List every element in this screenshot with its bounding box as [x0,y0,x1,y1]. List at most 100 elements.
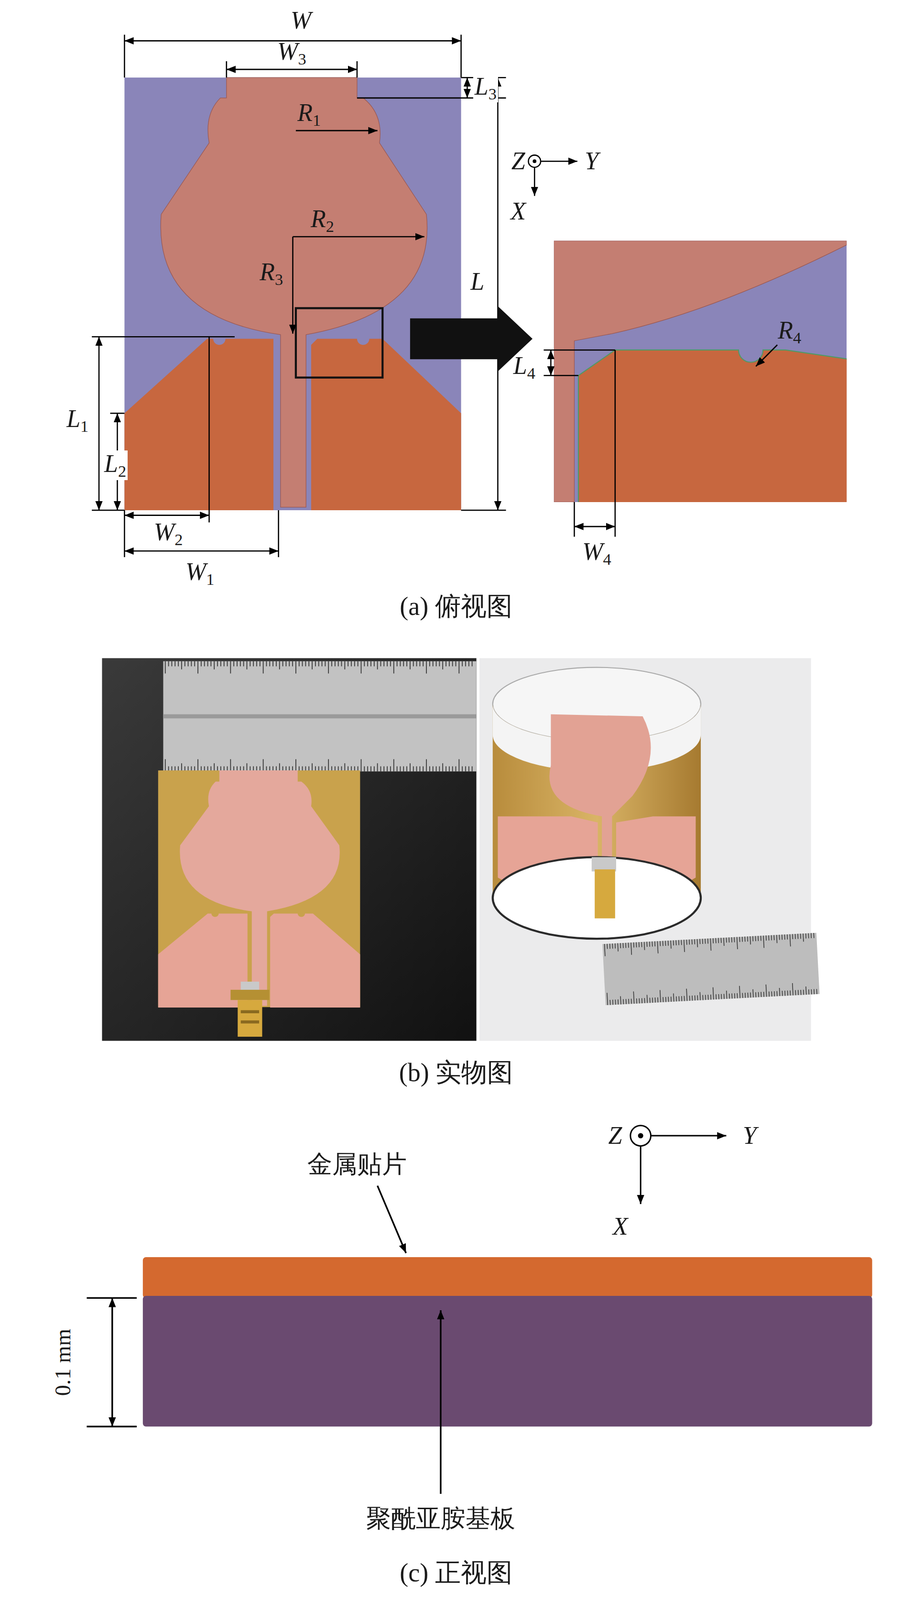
drawing-line [641,941,642,947]
drawing-line [452,661,454,667]
drawing-line [341,661,343,667]
drawing-line [625,942,627,948]
drawing-line [696,994,698,1000]
drawing-line [442,762,444,772]
drawing-line [733,936,735,943]
zoom-box [295,307,383,378]
drawing-line [739,936,740,942]
drawing-line [164,661,166,674]
drawing-line [622,942,624,948]
drawing-line [210,661,212,667]
drawing-line [606,943,608,949]
drawing-line [673,993,674,1002]
drawing-line [386,766,388,772]
drawing-line [699,938,701,945]
drawing-line [789,989,791,996]
drawing-line [609,943,611,949]
drawing-line [344,762,346,772]
drawing-line [390,766,392,772]
drawing-line [350,661,352,667]
drawing-line [416,661,418,667]
axis-label: Y [584,148,599,174]
drawing-line [649,997,651,1003]
drawing-line [363,766,365,772]
drawing-line [742,992,744,998]
drawing-line [432,661,434,667]
drawing-line [651,1134,727,1137]
drawing-line [622,998,624,1004]
drawing-line [207,661,209,667]
drawing-line [293,236,425,238]
drawing-line [311,661,313,670]
drawing-line [393,759,395,772]
drawing-line [246,661,248,670]
drawing-line [792,933,794,939]
drawing-line [688,939,690,945]
drawing-rect [158,770,361,1007]
drawing-line [425,759,427,772]
drawing-line [448,661,450,667]
drawing-line [779,987,781,996]
drawing-line [91,509,125,511]
drawing-line [458,661,460,674]
drawing-line [765,934,767,941]
drawing-line [419,766,421,772]
drawing-line [429,661,431,667]
drawing-line [755,935,757,941]
drawing-line [448,766,450,772]
caption: (b) 实物图 [399,1059,513,1086]
drawing-line [236,661,238,667]
drawing-line [646,941,648,947]
drawing-line [713,987,714,1000]
drawing-line [786,934,788,940]
drawing-line [377,661,379,670]
drawing-line [638,998,640,1004]
drawing-line [269,661,271,667]
drawing-line [810,932,812,938]
drawing-g [165,661,473,772]
drawing-line [370,661,372,667]
drawing-line [696,938,698,947]
drawing-line [468,766,470,772]
dimension-label: W [290,8,312,33]
drawing-line [285,661,287,667]
drawing-line [614,349,617,537]
drawing-line [670,940,672,949]
drawing-line [425,661,427,674]
drawing-g [86,1185,441,1494]
drawing-line [652,941,653,947]
drawing-line [220,661,222,667]
drawing-line [662,996,664,1002]
drawing-line [784,990,786,996]
drawing-line [292,236,294,334]
drawing-line [720,937,722,943]
drawing-line [461,509,507,511]
drawing-line [715,937,717,944]
drawing-line [363,661,365,667]
drawing-line [684,939,685,952]
drawing-line [409,661,411,670]
drawing-line [396,766,398,772]
drawing-line [649,941,651,947]
drawing-line [171,661,173,667]
dimension-label: L4 [513,353,536,381]
dimension-label: W3 [277,39,306,67]
photo-flat [101,657,477,1041]
drawing-line [670,996,672,1002]
drawing-line [386,661,388,667]
drawing-line [249,661,251,667]
drawing-line [282,661,284,667]
drawing-line [402,766,404,772]
drawing-line [723,937,725,946]
drawing-line [373,661,375,667]
drawing-line [805,986,807,995]
drawing-line [644,997,646,1003]
drawing-g [604,932,817,1005]
dimension-label: R2 [310,206,335,235]
dimension-label: W2 [153,519,183,548]
drawing-line [367,661,369,667]
drawing-line [802,933,804,942]
drawing-line [615,999,617,1005]
drawing-line [739,985,740,999]
